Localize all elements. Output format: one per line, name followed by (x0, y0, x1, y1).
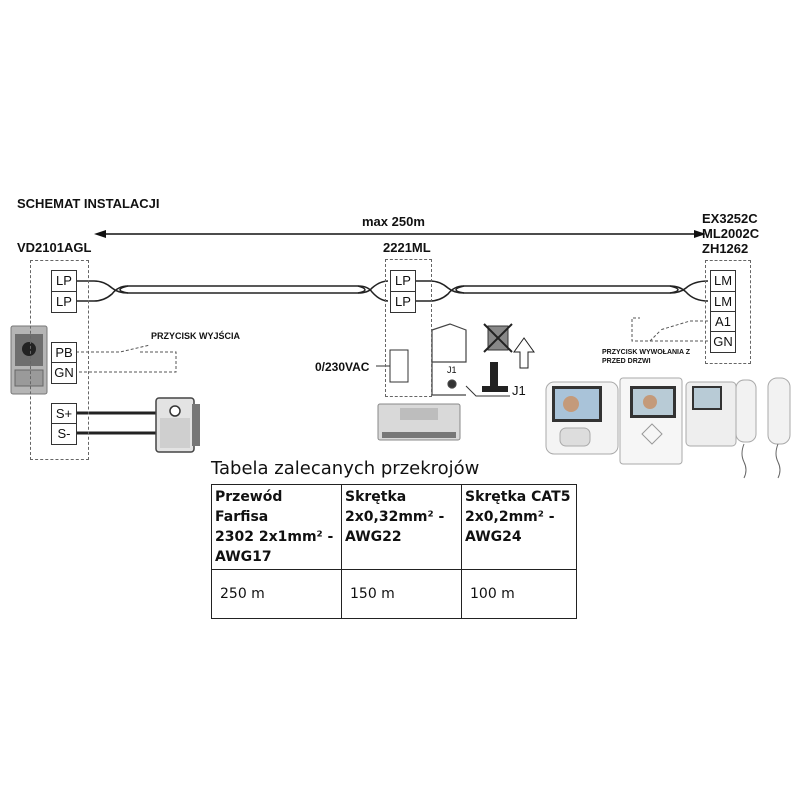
psu-terminal-lp2: LP (390, 291, 416, 313)
monitor-ex3252c (545, 381, 619, 455)
panel-terminal-gn: GN (51, 362, 77, 384)
header-line: AWG22 (345, 529, 402, 545)
distance-label: max 250m (362, 214, 425, 229)
header-line: AWG17 (215, 549, 272, 565)
psu-terminal-box (385, 259, 432, 397)
monitor-terminal-lm1: LM (710, 270, 736, 292)
table-header-cell: Przewód Farfisa 2302 2x1mm² - AWG17 (211, 484, 342, 570)
arrow-right-head (694, 230, 706, 238)
table-cell: 250 m (211, 569, 342, 619)
exit-button-wiring (76, 344, 177, 373)
jumper-removed-icon (483, 323, 535, 369)
psu-model: 2221ML (383, 240, 431, 255)
table-cell: 150 m (341, 569, 462, 619)
call-button-label-2: PRZED DRZWI (602, 358, 651, 365)
table-row: 250 m 150 m 100 m (211, 569, 577, 619)
diagram-title: SCHEMAT INSTALACJI (17, 196, 160, 211)
monitor-terminal-a1: A1 (710, 311, 736, 333)
header-line: Przewód Farfisa (215, 489, 283, 525)
call-button-wiring (631, 317, 708, 342)
door-panel-device (10, 325, 48, 395)
jumper-installed-icon (465, 362, 510, 397)
call-button-label-1: PRZYCISK WYWOŁANIA Z (602, 349, 691, 356)
bus-cable-right (416, 280, 709, 302)
door-panel-model: VD2101AGL (17, 240, 92, 255)
cross-section-table: Przewód Farfisa 2302 2x1mm² - AWG17 Skrę… (211, 484, 577, 619)
table-header-cell: Skrętka CAT5 2x0,2mm² - AWG24 (461, 484, 577, 570)
panel-terminal-box (30, 260, 89, 460)
exit-button-label: PRZYCISK WYJŚCIA (151, 331, 241, 341)
jumper-small-label: J1 (447, 365, 457, 375)
monitor-terminal-box (705, 260, 751, 364)
panel-terminal-lp1: LP (51, 270, 77, 292)
table-header-row: Przewód Farfisa 2302 2x1mm² - AWG17 Skrę… (211, 484, 577, 570)
header-line: 2302 2x1mm² - (215, 529, 334, 545)
header-line: AWG24 (465, 529, 522, 545)
monitor-model-2: ML2002C (702, 226, 760, 241)
table-title: Tabela zalecanych przekrojów (211, 458, 480, 479)
electric-lock (155, 397, 200, 453)
panel-terminal-pb: PB (51, 342, 77, 364)
monitor-zh1262 (685, 377, 791, 479)
bus-cable-left (76, 280, 389, 302)
psu-pcb-drawing (431, 323, 467, 396)
jumper-label: J1 (512, 383, 526, 398)
psu-terminal-lp1: LP (390, 270, 416, 292)
header-line: 2x0,2mm² - (465, 509, 555, 525)
arrow-left-head (94, 230, 106, 238)
table-header-cell: Skrętka 2x0,32mm² - AWG22 (341, 484, 462, 570)
table-cell: 100 m (461, 569, 577, 619)
mains-label: 0/230VAC (315, 360, 370, 374)
psu-module-device (377, 403, 461, 441)
monitor-ml2002c (619, 377, 683, 465)
panel-terminal-lp2: LP (51, 291, 77, 313)
monitor-terminal-gn: GN (710, 331, 736, 353)
header-line: 2x0,32mm² - (345, 509, 445, 525)
header-line: Skrętka (345, 489, 407, 505)
monitor-model-3: ZH1262 (702, 241, 749, 256)
monitor-model-1: EX3252C (702, 211, 758, 226)
panel-terminal-s-plus: S+ (51, 403, 77, 425)
header-line: Skrętka CAT5 (465, 489, 571, 505)
monitor-terminal-lm2: LM (710, 291, 736, 313)
lock-wires (76, 411, 158, 435)
panel-terminal-s-minus: S- (51, 423, 77, 445)
